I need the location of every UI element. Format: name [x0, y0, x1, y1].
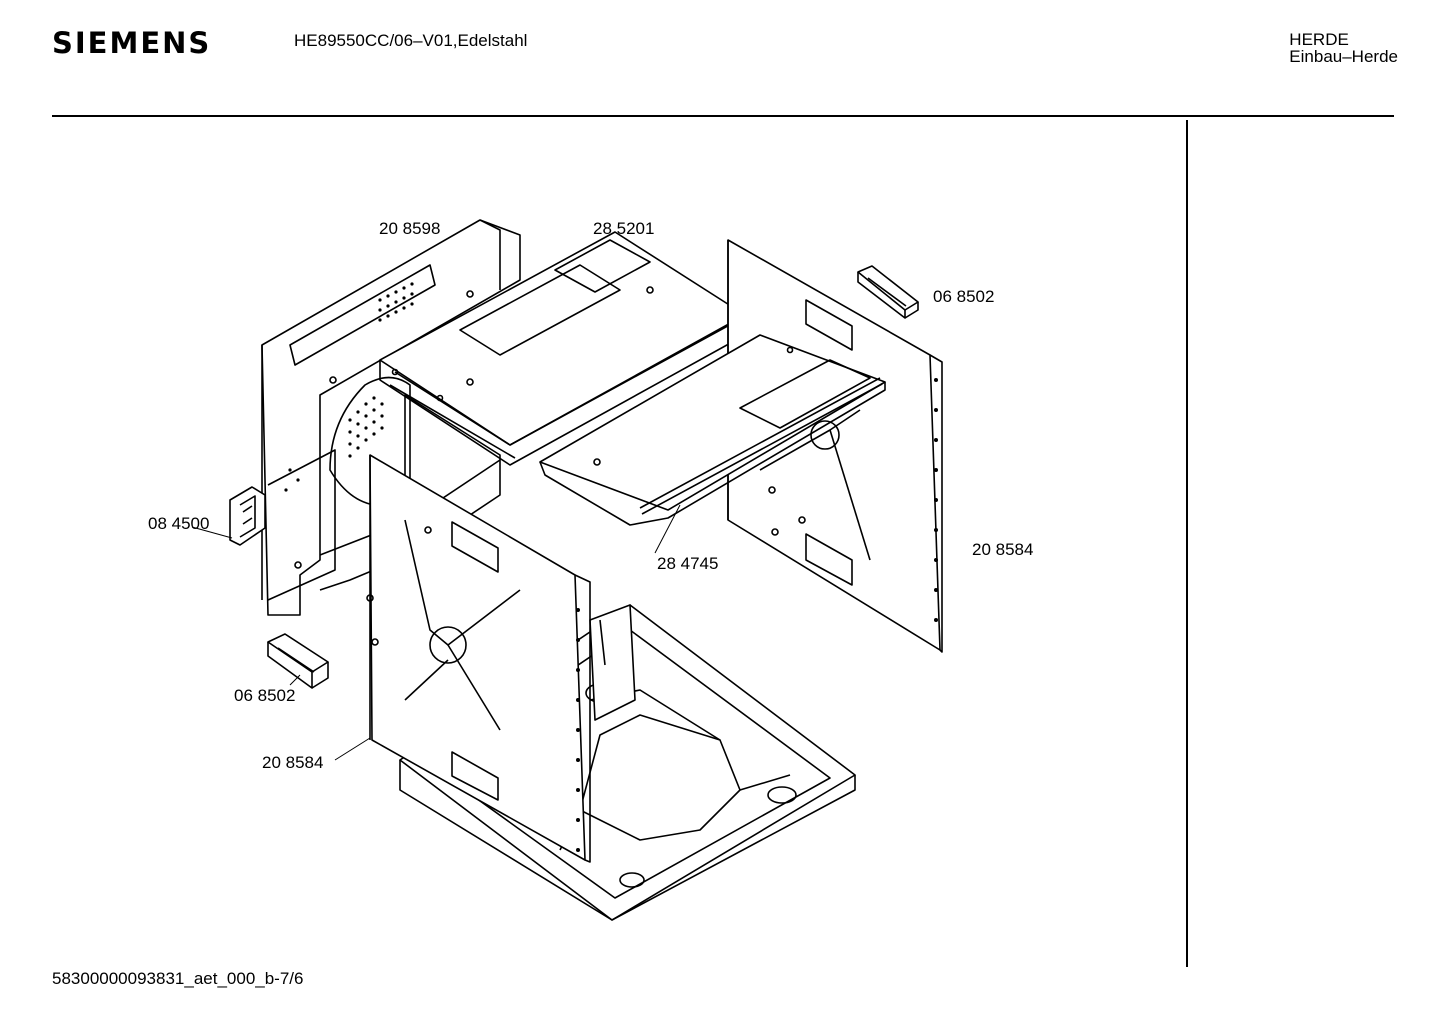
left-side-wall — [261, 219, 521, 616]
header-rule — [52, 115, 1394, 117]
part-label-ceiling-plate: 28 5201 — [593, 219, 655, 238]
category: HERDE Einbau–Herde — [1289, 31, 1398, 65]
part-label-bracket: 08 4500 — [148, 514, 210, 533]
ceiling-plate — [379, 231, 746, 466]
part-label-grease-rail: 28 4745 — [657, 554, 719, 573]
document-id: 58300000093831_aet_000_b-7/6 — [52, 969, 304, 988]
brand-logo: SIEMENS — [52, 26, 212, 60]
right-side-wall-front — [366, 454, 591, 863]
side-rule — [1186, 120, 1188, 967]
leader-lines — [191, 504, 681, 761]
part-label-right-side-wall-front: 20 8584 — [262, 753, 324, 772]
category-line-2: Einbau–Herde — [1289, 47, 1398, 66]
grease-rail — [539, 334, 886, 526]
part-label-lamp-holder-top: 06 8502 — [933, 287, 995, 306]
lamp-holder-top — [857, 265, 919, 319]
left-wall-vent-grid — [284, 282, 414, 492]
category-line-1: HERDE — [1289, 30, 1349, 49]
bracket-part — [229, 486, 266, 546]
part-label-right-side-wall-rear: 20 8584 — [972, 540, 1034, 559]
lamp-holder-bottom — [267, 633, 329, 689]
part-label-left-side-wall: 20 8598 — [379, 219, 441, 238]
model-number: HE89550CC/06–V01,Edelstahl — [294, 31, 528, 50]
part-label-lamp-holder-bottom: 06 8502 — [234, 686, 296, 705]
